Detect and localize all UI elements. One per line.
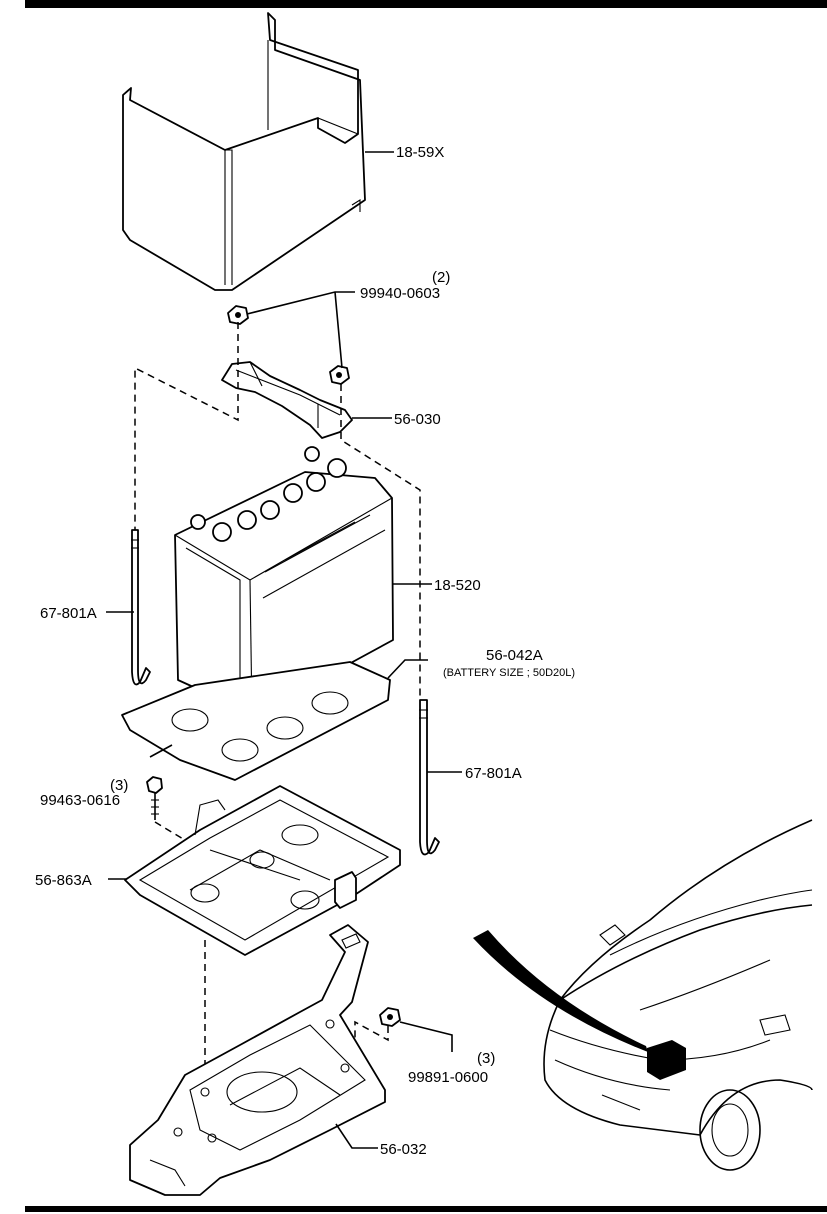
battery-location-marker [647,1040,686,1080]
vehicle-location-inset [473,819,813,1171]
nut-right [329,365,350,385]
callout-56-042a: 56-042A [486,647,543,664]
callout-56-032: 56-032 [380,1141,427,1158]
callout-56-030: 56-030 [394,411,441,428]
hold-down-rod-right [419,699,440,856]
callout-flange-nut-qty: (3) [477,1050,495,1067]
bottom-rule [25,1206,827,1212]
nut-left [227,305,249,325]
battery [174,446,394,716]
callout-99463-0616: 99463-0616 [40,792,120,809]
battery-tray [124,785,401,956]
hold-down-rod-left [131,529,151,686]
battery-caps [190,446,347,542]
callout-18-59x: 18-59X [396,144,444,161]
bolt [146,776,163,820]
callout-99891-0600: 99891-0600 [408,1069,488,1086]
battery-tray-pad [121,661,391,781]
flange-nut [379,1007,401,1027]
battery-bracket [129,924,386,1196]
callout-67-801a-left: 67-801A [40,605,97,622]
battery-cover [122,12,366,291]
callout-67-801a-right: 67-801A [465,765,522,782]
callout-nut-qty: (2) [432,269,450,286]
battery-size-note: (BATTERY SIZE ; 50D20L) [443,667,575,679]
callout-18-520: 18-520 [434,577,481,594]
top-rule [25,0,827,8]
battery-clamp [221,361,353,439]
callout-bolt-qty: (3) [110,777,128,794]
callout-56-863a: 56-863A [35,872,92,889]
location-pointer-arc [473,930,648,1052]
callout-99940-0603: 99940-0603 [360,285,440,302]
